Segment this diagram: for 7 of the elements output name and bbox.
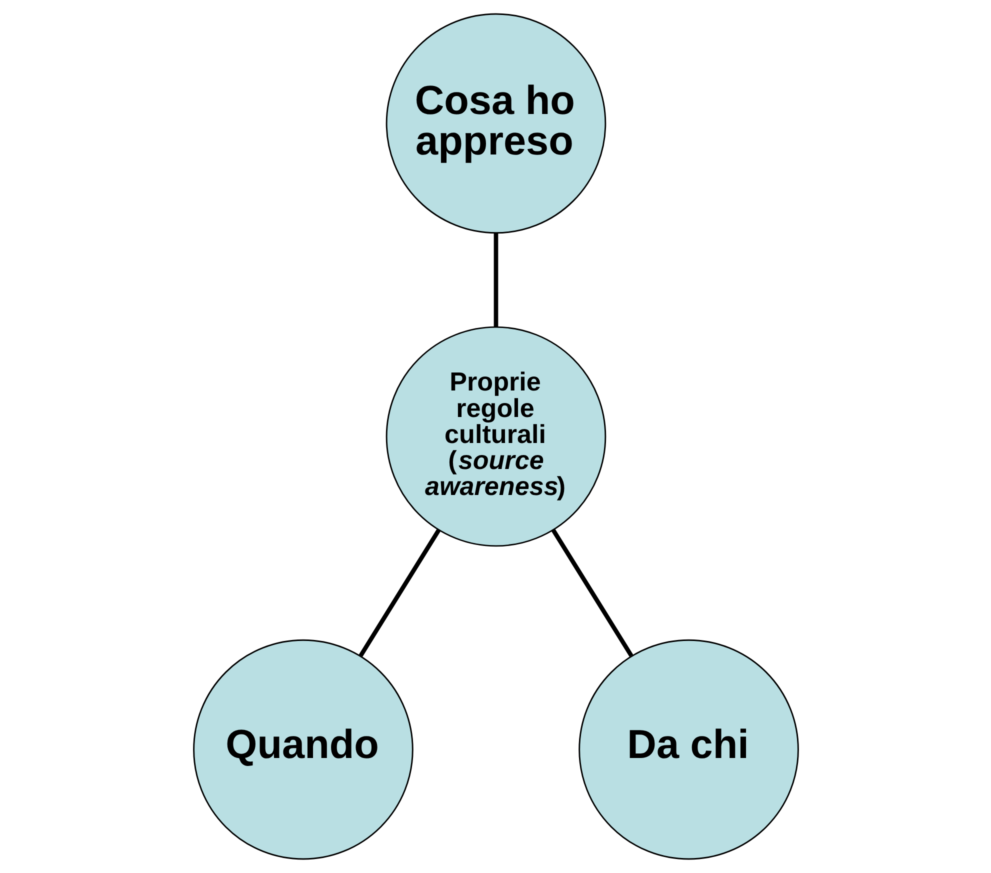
node-circle: Da chi [578,639,798,860]
node-circle: Quando [192,639,413,860]
connector [493,232,498,327]
node-circle: Proprie regole culturali (source awareness) [385,326,606,547]
node-circle: Cosa ho appreso [385,13,606,234]
connector [550,529,633,657]
connector [358,529,440,657]
